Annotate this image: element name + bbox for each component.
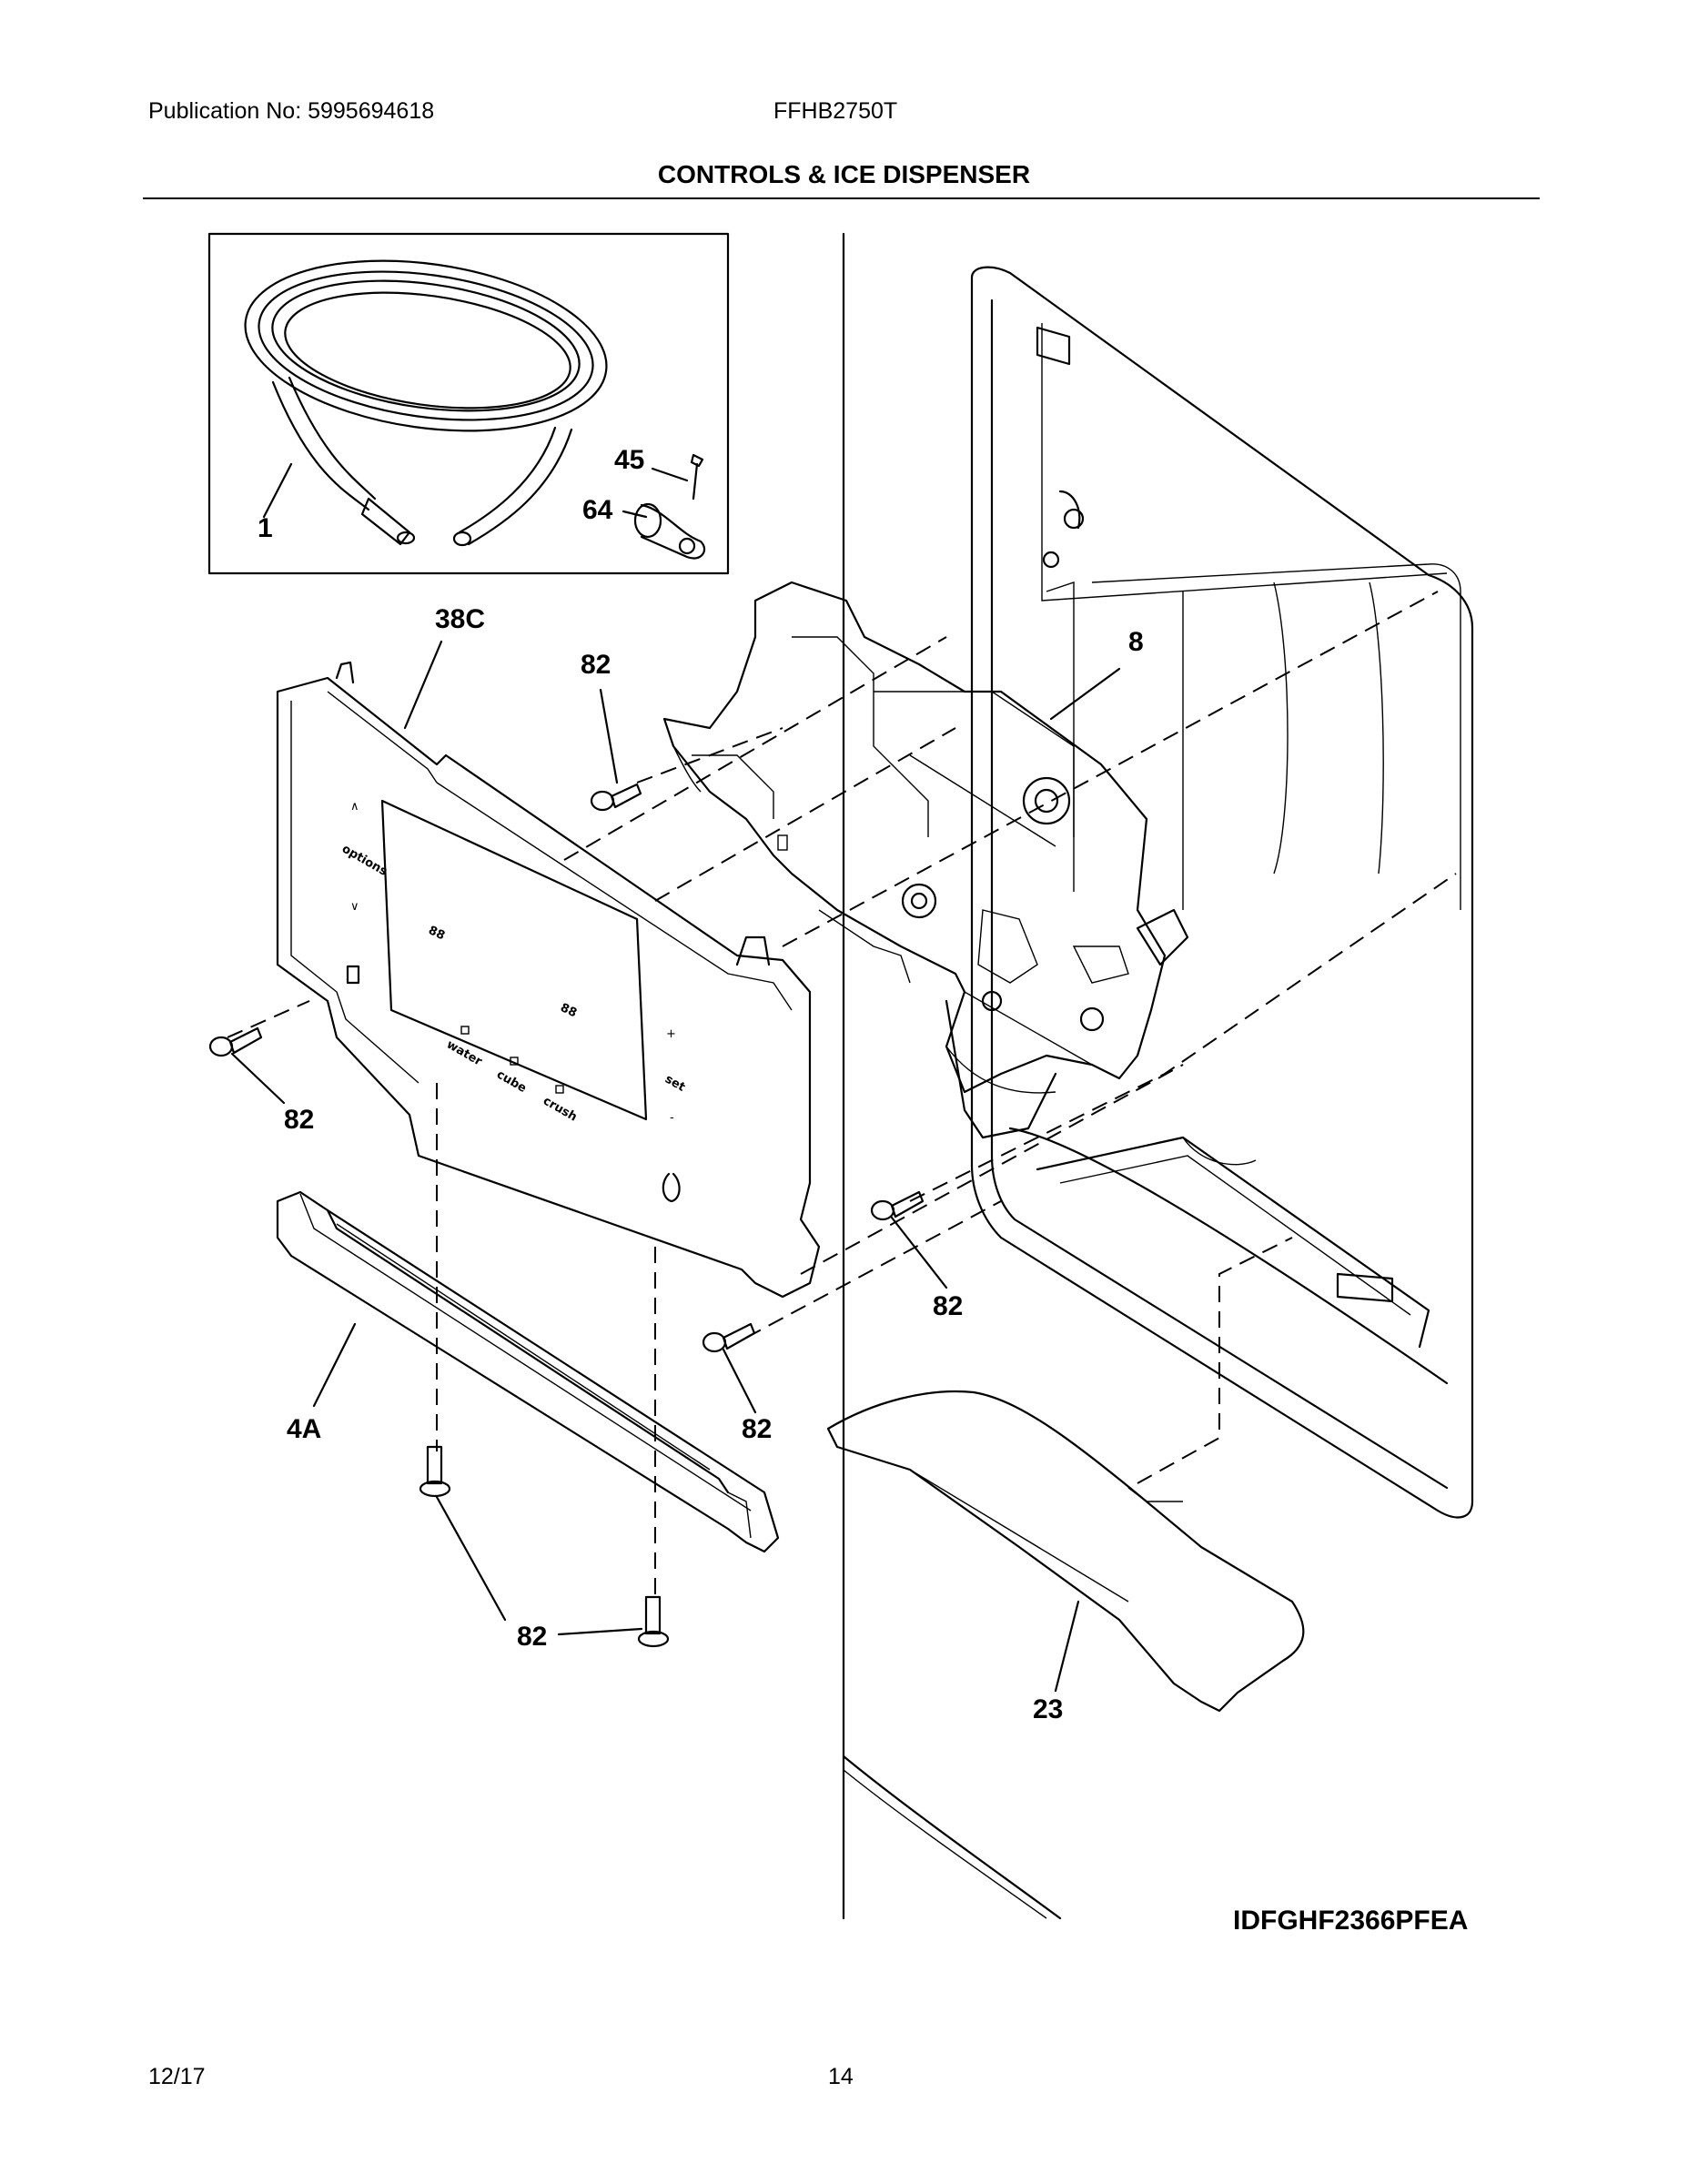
callout-82-bottom: 82 (517, 1622, 547, 1652)
fridge-temp-display: 88 (558, 1001, 579, 1020)
screw-bottom-right (637, 1595, 670, 1648)
screw-right-upper (870, 1190, 925, 1221)
set-label: set (662, 1072, 687, 1094)
screw-left (208, 1026, 263, 1057)
alignment-lines (227, 591, 1457, 1597)
cube-label: cube (494, 1067, 529, 1096)
display-window (380, 799, 648, 1121)
page-number: 14 (828, 2064, 854, 2089)
screw-top (590, 783, 642, 812)
screw-bottom-left (419, 1445, 451, 1498)
callout-23: 23 (1033, 1694, 1063, 1724)
callout-82-left: 82 (284, 1105, 314, 1135)
ice-dispenser-assembly (662, 581, 1189, 1139)
callout-38c: 38C (435, 604, 485, 634)
callout-45: 45 (614, 445, 644, 475)
callout-1: 1 (258, 513, 273, 543)
lock-icon (346, 965, 360, 985)
callout-82-right-upper: 82 (933, 1291, 963, 1321)
callout-4a: 4A (287, 1414, 321, 1444)
options-label: options (339, 842, 389, 879)
publication-number: Publication No: 5995694618 (148, 98, 435, 124)
model-number: FFHB2750T (773, 98, 898, 124)
page-title: CONTROLS & ICE DISPENSER (657, 160, 1031, 188)
callout-82-top: 82 (581, 650, 611, 680)
callout-8: 8 (1128, 627, 1144, 657)
trim-piece (276, 1190, 780, 1553)
crush-label: crush (541, 1094, 579, 1124)
diagram-id: IDFGHF2366PFEA (1233, 1906, 1468, 1936)
water-label: water (444, 1037, 485, 1068)
clip-screw (690, 453, 704, 500)
up-arrow-icon: ∧ (350, 800, 359, 814)
down-arrow-icon: ∨ (350, 900, 359, 914)
footer-date: 12/17 (148, 2064, 206, 2089)
drip-tray-cover (826, 1390, 1305, 1713)
light-icon (662, 1172, 681, 1203)
freezer-temp-display: 88 (426, 924, 447, 943)
door-liner (842, 232, 1474, 1920)
plus-icon: + (666, 1027, 676, 1041)
water-tube-coil (244, 259, 608, 547)
title-rule (143, 197, 1540, 199)
inset-box (207, 232, 730, 575)
minus-icon: - (670, 1111, 674, 1125)
callout-64: 64 (582, 495, 613, 525)
callout-82-mid: 82 (742, 1414, 772, 1444)
control-panel: 88 88 options ∧ ∨ water cube crush + set… (276, 661, 821, 1299)
tube-clip (633, 502, 706, 560)
